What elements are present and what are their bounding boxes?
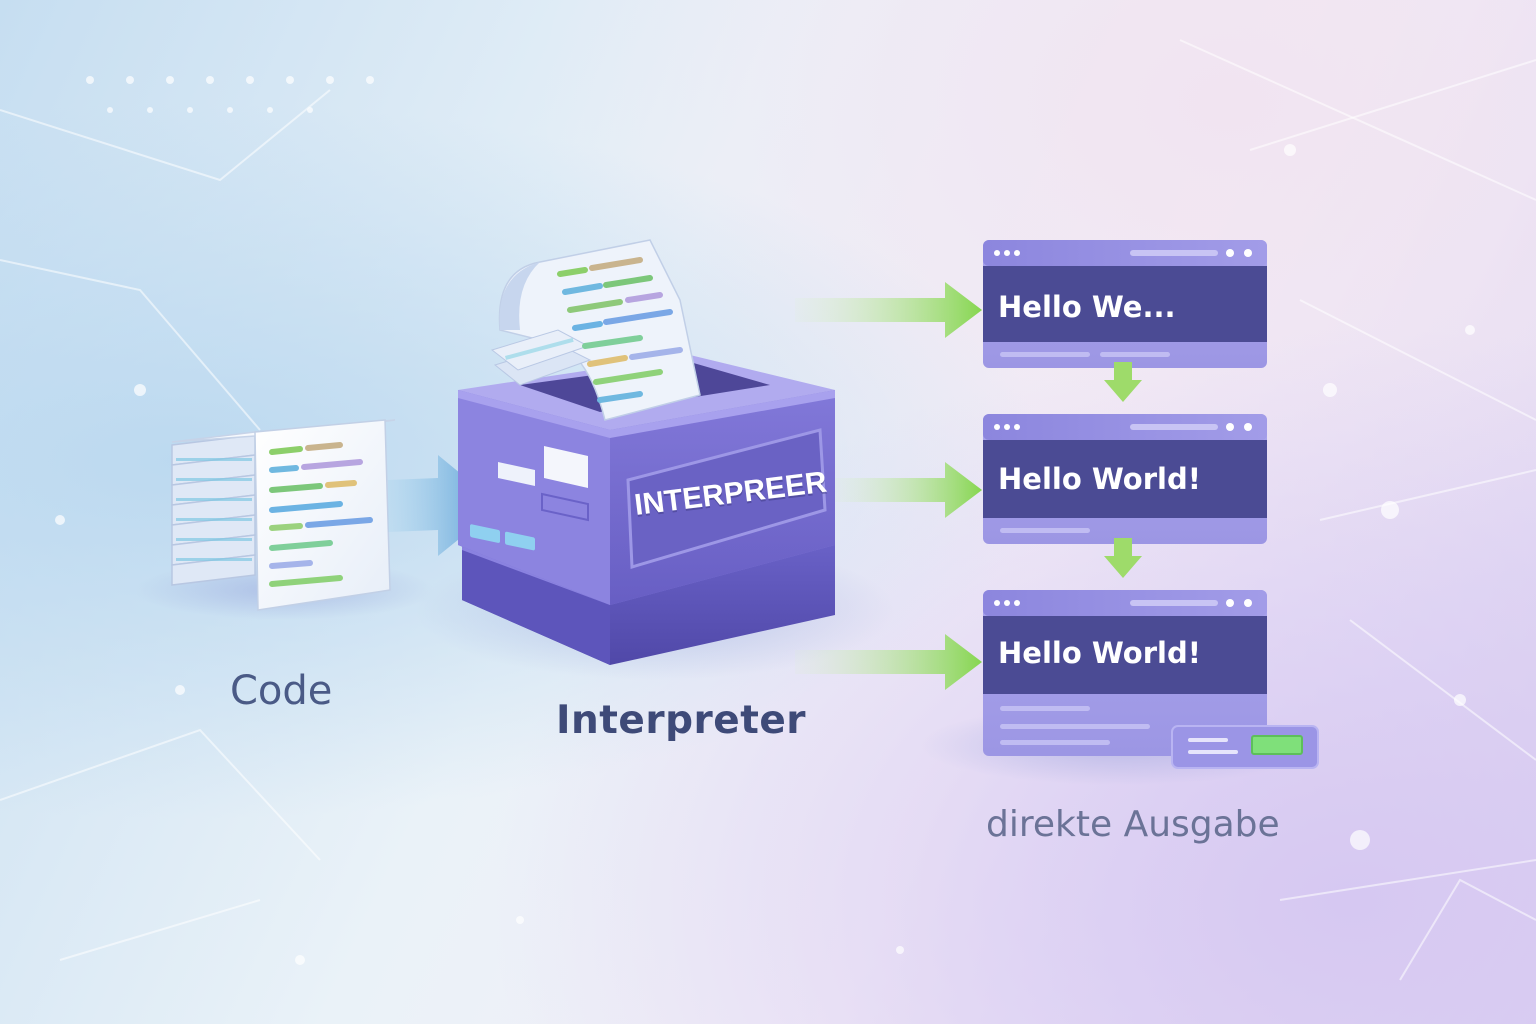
output-window-1: [983, 240, 1267, 368]
input-arrow: [388, 455, 500, 556]
interpreter-label-plate: [626, 428, 827, 569]
indicator-light-2: [505, 531, 535, 551]
interpreter-label: Interpreter: [556, 698, 807, 743]
output-window-2-text: Hello World!: [998, 462, 1201, 496]
output-label: direkte Ausgabe: [986, 804, 1280, 845]
display-panel: [544, 446, 588, 488]
console-badge: [1171, 725, 1319, 769]
output-window-1-text: Hello We...: [998, 290, 1176, 324]
code-stack-icon: [171, 419, 396, 611]
output-window-3-text: Hello World!: [998, 636, 1201, 670]
interpreter-box-icon: [458, 239, 835, 665]
background-dots: [55, 76, 1475, 965]
code-label: Code: [230, 668, 333, 714]
output-arrows: [795, 282, 982, 690]
output-window-3: [983, 590, 1267, 756]
down-arrow-1: [1104, 362, 1142, 402]
output-window-2: [983, 414, 1267, 544]
paper-feed-icon: [490, 239, 701, 421]
display-slot: [498, 462, 535, 486]
indicator-light-1: [470, 524, 500, 543]
background-network: [0, 39, 1536, 981]
down-arrow-2: [1104, 538, 1142, 578]
